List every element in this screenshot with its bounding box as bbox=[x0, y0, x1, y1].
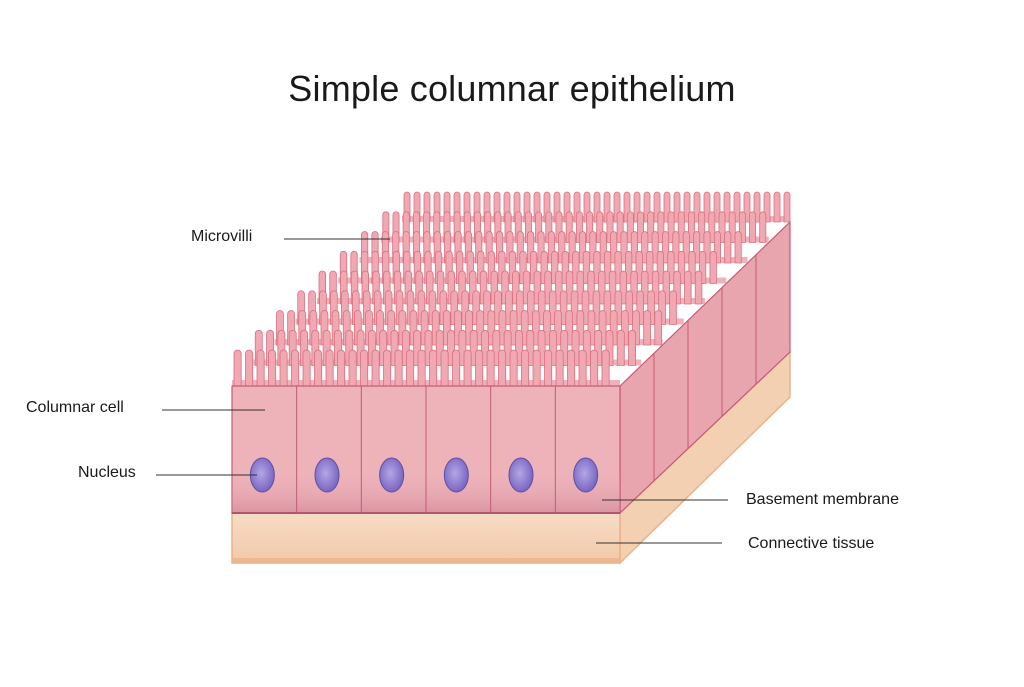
microvillus bbox=[713, 191, 721, 223]
microvillus bbox=[394, 349, 403, 387]
microvillus bbox=[302, 349, 311, 387]
microvillus bbox=[625, 250, 633, 284]
nucleus bbox=[379, 457, 405, 493]
microvillus bbox=[578, 349, 587, 387]
microvillus bbox=[256, 349, 265, 387]
microvillus bbox=[337, 349, 346, 387]
nucleus bbox=[573, 457, 599, 493]
microvillus bbox=[749, 211, 757, 243]
leader-lines bbox=[156, 238, 728, 544]
nucleus bbox=[443, 457, 469, 493]
microvillus bbox=[233, 349, 242, 387]
microvillus bbox=[268, 349, 277, 387]
connective-tissue-label: Connective tissue bbox=[748, 535, 875, 552]
microvillus bbox=[616, 329, 625, 366]
microvillus bbox=[406, 349, 415, 387]
microvillus bbox=[709, 250, 717, 284]
microvillus bbox=[360, 349, 369, 387]
microvillus bbox=[724, 231, 732, 264]
microvillus bbox=[734, 231, 742, 264]
microvillus bbox=[601, 349, 610, 387]
microvillus bbox=[371, 349, 380, 387]
nucleus bbox=[508, 457, 534, 493]
microvillus bbox=[348, 349, 357, 387]
microvillus bbox=[654, 310, 663, 346]
microvillus bbox=[783, 191, 791, 223]
microvillus bbox=[314, 349, 323, 387]
columnar-cells bbox=[249, 254, 757, 513]
microvillus bbox=[463, 349, 472, 387]
microvillus bbox=[590, 349, 599, 387]
nucleus-label: Nucleus bbox=[78, 464, 136, 481]
microvillus bbox=[498, 349, 507, 387]
microvillus bbox=[279, 349, 288, 387]
microvillus bbox=[555, 349, 564, 387]
microvillus bbox=[291, 349, 300, 387]
basement-membrane-label: Basement membrane bbox=[746, 491, 899, 508]
microvillus bbox=[486, 349, 495, 387]
microvillus bbox=[723, 191, 731, 223]
nucleus bbox=[314, 457, 340, 493]
microvillus bbox=[694, 270, 703, 305]
microvilli-label: Microvilli bbox=[191, 228, 253, 245]
microvillus bbox=[559, 290, 568, 325]
microvillus bbox=[245, 349, 254, 387]
microvillus bbox=[643, 310, 651, 346]
microvillus bbox=[773, 191, 781, 223]
microvillus bbox=[325, 349, 334, 387]
diagram-title: Simple columnar epithelium bbox=[288, 68, 736, 109]
connective-tissue-layer bbox=[231, 350, 791, 565]
microvillus bbox=[440, 349, 449, 387]
microvillus bbox=[509, 349, 518, 387]
microvillus bbox=[383, 349, 392, 387]
connective-tissue-front bbox=[231, 512, 621, 564]
microvillus bbox=[669, 290, 677, 325]
microvillus bbox=[417, 349, 426, 387]
microvillus bbox=[567, 349, 576, 387]
microvillus bbox=[759, 211, 767, 243]
microvillus bbox=[532, 349, 541, 387]
microvillus bbox=[687, 211, 695, 243]
microvillus bbox=[544, 349, 553, 387]
microvillus bbox=[452, 349, 461, 387]
microvillus bbox=[628, 329, 637, 366]
microvillus bbox=[475, 349, 484, 387]
microvillus bbox=[684, 270, 692, 305]
columnar-cell-label: Columnar cell bbox=[26, 399, 124, 416]
microvilli-layer bbox=[232, 191, 791, 387]
microvillus bbox=[429, 349, 438, 387]
microvillus bbox=[521, 349, 530, 387]
